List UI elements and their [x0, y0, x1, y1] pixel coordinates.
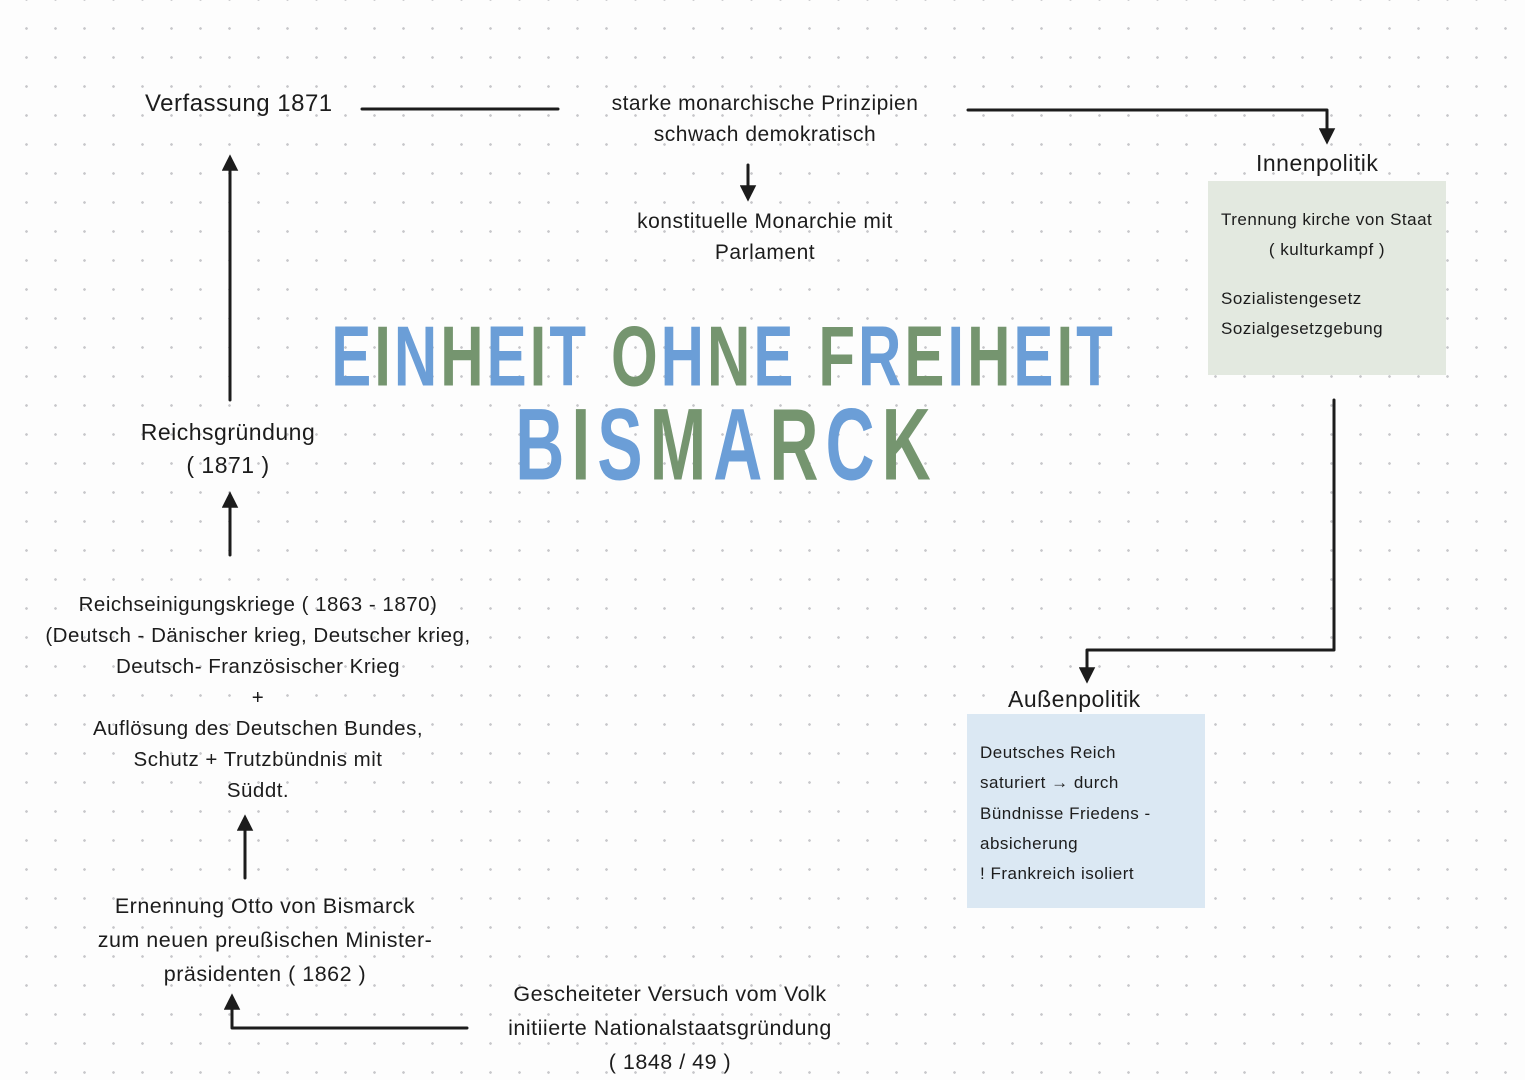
title-letter: E: [904, 308, 945, 404]
title-letter: I: [529, 308, 547, 404]
title-letter: N: [706, 308, 751, 404]
text-line: präsidenten ( 1862 ): [163, 962, 367, 986]
text-line: Auflösung des Deutschen Bundes,: [92, 717, 424, 740]
text-line: ! Frankreich isoliert: [980, 864, 1135, 883]
text-line: ( 1848 / 49 ): [608, 1050, 732, 1074]
title-letter: F: [818, 308, 856, 404]
text-line: Deutsches Reich: [980, 743, 1117, 762]
text-line: Süddt.: [226, 779, 290, 802]
text-line: Reichsgründung: [140, 419, 316, 445]
title-letter: I: [947, 308, 965, 404]
title-letter: A: [713, 388, 767, 502]
text-line: Ernennung Otto von Bismarck: [114, 894, 416, 918]
text-line: konstituelle Monarchie mit: [637, 210, 893, 233]
title-letter: S: [597, 388, 647, 502]
text-line: Sozialistengesetz: [1221, 288, 1362, 308]
node-reichseinigungskriege: Reichseinigungskriege ( 1863 - 1870) (Deu…: [18, 589, 498, 806]
arrow-gescheitert-to-ernennung: [223, 993, 469, 1030]
text-line: saturiert → durch: [980, 773, 1119, 793]
title-letter: C: [825, 388, 879, 502]
title-letter: H: [440, 308, 484, 404]
text-line: [1221, 270, 1433, 288]
title-letter: H: [660, 308, 704, 404]
title-letter: I: [571, 388, 595, 502]
title-letter: O: [610, 308, 658, 404]
text-line: Gescheiteter Versuch vom Volk: [513, 982, 827, 1006]
arrow-prinzipien-to-innenpolitik: [966, 108, 1336, 145]
node-reichsgruendung: Reichsgründung ( 1871 ): [108, 416, 348, 482]
text-line: absicherung: [980, 833, 1079, 853]
text-line: initiierte Nationalstaatsgründung: [508, 1016, 832, 1040]
text-line: Bündnisse Friedens -: [980, 803, 1151, 823]
title-letter: N: [393, 308, 438, 404]
title-letter: M: [649, 388, 711, 502]
text-line: ( kulturkampf ): [1268, 240, 1386, 260]
title-letter: E: [331, 308, 372, 404]
title-letter: K: [881, 388, 935, 502]
title-letter: I: [374, 308, 391, 404]
node-ernennung-bismarck: Ernennung Otto von Bismarck zum neuen pre…: [45, 889, 485, 991]
text-line: ( 1871 ): [186, 452, 270, 478]
text-line: (Deutsch - Dänischer krieg, Deutscher kr…: [45, 624, 471, 647]
title-letter: R: [769, 388, 823, 502]
text-line: starke monarchische Prinzipien: [611, 92, 919, 115]
title-letter: T: [1076, 308, 1113, 404]
text-line: Sozialgesetzgebung: [1221, 318, 1384, 338]
node-gescheiterter-versuch: Gescheiteter Versuch vom Volk initiierte …: [455, 977, 885, 1079]
title-letter: I: [1056, 308, 1074, 404]
page-title-line2: BISMARCK: [125, 388, 1325, 508]
text-line: zum neuen preußischen Minister-: [97, 928, 433, 952]
text-line: Deutsch- Französischer Krieg: [115, 655, 400, 678]
title-letter: H: [967, 308, 1011, 404]
innenpolitik-box: Trennung kirche von Staat ( kulturkampf )…: [1208, 181, 1446, 375]
text-line: Reichseinigungskriege ( 1863 - 1870): [78, 593, 438, 616]
text-line: Parlament: [714, 241, 816, 264]
title-letter: E: [753, 308, 794, 404]
title-letter: T: [549, 308, 586, 404]
text-line: Trennung kirche von Staat: [1221, 210, 1433, 229]
text-line: schwach demokratisch: [653, 123, 877, 146]
title-letter: R: [858, 308, 902, 404]
node-monarchische-prinzipien: starke monarchische Prinzipien schwach de…: [565, 88, 965, 150]
title-letter: B: [515, 388, 569, 502]
aussenpolitik-label: Außenpolitik: [1008, 686, 1141, 712]
text-line: +: [251, 686, 265, 709]
innenpolitik-label: Innenpolitik: [1256, 150, 1379, 176]
text-line: Schutz + Trutzbündnis mit: [133, 748, 383, 771]
node-verfassung-1871: Verfassung 1871: [145, 90, 333, 117]
title-letter: E: [486, 308, 527, 404]
title-letter: E: [1013, 308, 1054, 404]
